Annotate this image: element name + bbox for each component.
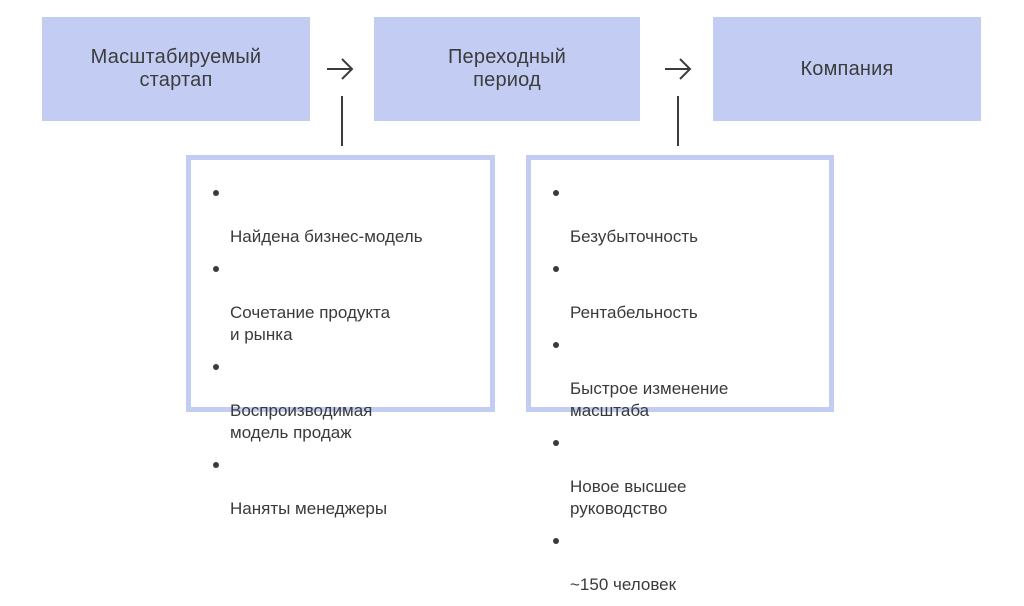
- bullet-list: Найдена бизнес-модель Сочетание продукта…: [213, 182, 478, 530]
- stage-box-company: Компания: [713, 17, 981, 121]
- list-item: Безубыточность: [553, 182, 817, 248]
- connector-line: [677, 96, 679, 146]
- list-item-text: Быстрое изменение масштаба: [570, 379, 729, 420]
- list-item-text: Рентабельность: [570, 303, 698, 322]
- details-box-company-start: Безубыточность Рентабельность Быстрое из…: [526, 155, 834, 594]
- list-item: Рентабельность: [553, 258, 817, 324]
- bullet-icon: [213, 266, 219, 272]
- list-item-text: ~150 человек: [570, 575, 677, 594]
- bullet-icon: [213, 462, 219, 468]
- list-item: Быстрое изменение масштаба: [553, 334, 817, 422]
- list-item-text: Новое высшее руководство: [570, 477, 687, 518]
- stage-label: Переходный период: [447, 46, 567, 91]
- list-item-text: Наняты менеджеры: [230, 499, 388, 518]
- bullet-icon: [553, 440, 559, 446]
- connector-line: [341, 96, 343, 146]
- list-item: Воспроизводимая модель продаж: [213, 356, 478, 444]
- bullet-icon: [213, 190, 219, 196]
- bullet-icon: [553, 538, 559, 544]
- list-item-text: Найдена бизнес-модель: [230, 227, 423, 246]
- bullet-icon: [553, 190, 559, 196]
- list-item: ~150 человек: [553, 530, 817, 596]
- details-box-transition-start: Найдена бизнес-модель Сочетание продукта…: [186, 155, 495, 518]
- list-item-text: Сочетание продукта и рынка: [230, 303, 391, 344]
- bullet-icon: [213, 364, 219, 370]
- bullet-list: Безубыточность Рентабельность Быстрое из…: [553, 182, 817, 606]
- bullet-icon: [553, 342, 559, 348]
- bullet-icon: [553, 266, 559, 272]
- right-arrow-icon: [327, 58, 354, 80]
- list-item: Найдена бизнес-модель: [213, 182, 478, 248]
- list-item-text: Воспроизводимая модель продаж: [230, 401, 373, 442]
- stage-box-transition-period: Переходный период: [374, 17, 640, 121]
- stage-label: Масштабируемый стартап: [90, 46, 262, 91]
- stage-label: Компания: [800, 57, 894, 80]
- list-item: Новое высшее руководство: [553, 432, 817, 520]
- right-arrow-icon: [665, 58, 692, 80]
- stage-box-scalable-startup: Масштабируемый стартап: [42, 17, 310, 121]
- list-item: Сочетание продукта и рынка: [213, 258, 478, 346]
- list-item: Наняты менеджеры: [213, 454, 478, 520]
- list-item-text: Безубыточность: [570, 227, 699, 246]
